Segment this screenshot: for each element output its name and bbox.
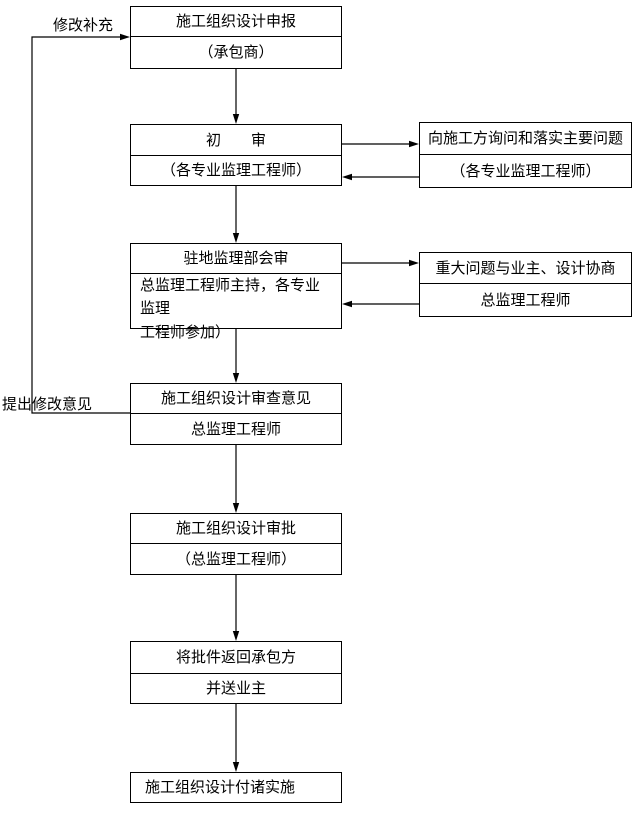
side-box-inquiry-title: 向施工方询问和落实主要问题 (420, 123, 631, 155)
flow-box-office-review-title: 驻地监理部会审 (131, 244, 341, 274)
label-modify-supplement: 修改补充 (53, 16, 114, 34)
flow-box-office-review-subtitle: 总监理工程师主持，各专业监理 工程师参加） (140, 276, 321, 341)
flow-box-initial-review-subtitle: （各专业监理工程师） (160, 161, 311, 180)
flow-box-approval: 施工组织设计审批 （总监理工程师） (130, 513, 342, 575)
flow-box-review-opinion-title: 施工组织设计审查意见 (131, 384, 341, 414)
flow-box-implementation: 施工组织设计付诸实施 (130, 772, 342, 803)
side-box-inquiry-subtitle: （各专业监理工程师） (450, 161, 601, 180)
flow-box-return-title: 将批件返回承包方 (131, 642, 341, 674)
flow-box-submit-title: 施工组织设计申报 (131, 7, 341, 37)
flow-box-initial-review: 初 审 （各专业监理工程师） (130, 124, 342, 186)
flow-box-review-opinion: 施工组织设计审查意见 总监理工程师 (130, 383, 342, 445)
side-box-negotiation: 重大问题与业主、设计协商 总监理工程师 (419, 252, 632, 317)
flow-box-submit: 施工组织设计申报 （承包商） (130, 6, 342, 69)
label-propose-modification: 提出修改意见 (2, 395, 93, 413)
flow-box-review-opinion-subtitle: 总监理工程师 (190, 419, 281, 438)
flow-box-office-review: 驻地监理部会审 总监理工程师主持，各专业监理 工程师参加） (130, 243, 342, 341)
side-box-negotiation-title: 重大问题与业主、设计协商 (420, 253, 631, 284)
flow-box-return: 将批件返回承包方 并送业主 (130, 641, 342, 704)
feedback-arrowhead-right (120, 33, 130, 41)
side-box-negotiation-subtitle: 总监理工程师 (480, 290, 571, 309)
flow-box-initial-review-title: 初 审 (131, 125, 341, 156)
flow-box-implementation-title: 施工组织设计付诸实施 (145, 778, 296, 797)
flow-box-approval-subtitle: （总监理工程师） (175, 549, 296, 568)
flow-box-approval-title: 施工组织设计审批 (131, 514, 341, 544)
feedback-line (31, 36, 130, 414)
side-box-inquiry: 向施工方询问和落实主要问题 （各专业监理工程师） (419, 122, 632, 188)
flow-box-return-subtitle: 并送业主 (205, 679, 266, 698)
flow-box-submit-subtitle: （承包商） (198, 43, 274, 62)
